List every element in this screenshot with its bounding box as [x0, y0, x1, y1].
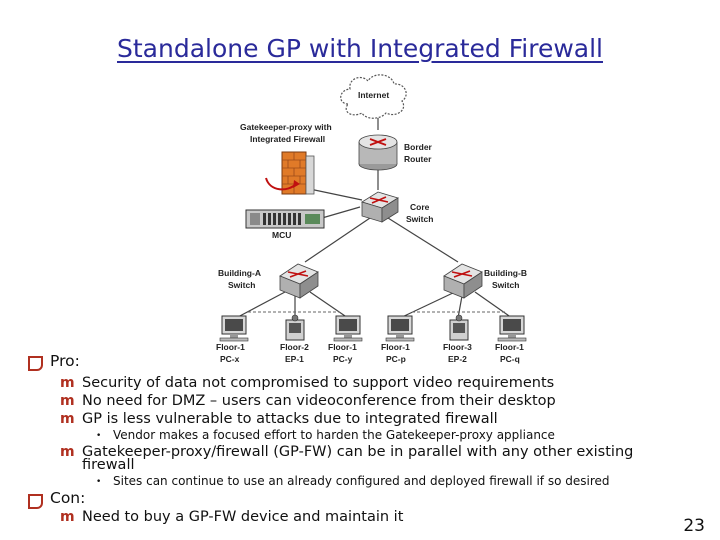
- pc-icon: [333, 315, 363, 342]
- mcu-label: MCU: [272, 230, 291, 240]
- sub-bullet-icon: m: [60, 411, 75, 427]
- endpoint-floor-label: Floor-1: [381, 342, 410, 352]
- link-b-ep2: [457, 295, 463, 319]
- endpoint-device-label: PC-p: [386, 354, 406, 364]
- core-switch-icon: [361, 191, 399, 223]
- link-a-pcx: [235, 291, 286, 319]
- pro-item-4-sub: Sites can continue to use an already con…: [113, 474, 610, 488]
- pc-icon: [385, 315, 415, 342]
- endpoint-floor-label: Floor-1: [216, 342, 245, 352]
- link-a-pcy: [309, 291, 349, 319]
- internet-cloud-icon: [340, 74, 407, 119]
- internet-label: Internet: [358, 90, 389, 100]
- pc-icon: [497, 315, 527, 342]
- border-router-icon: [358, 134, 398, 171]
- link-mcu-core: [321, 206, 361, 219]
- pro-item-4-line-1: Gatekeeper-proxy/firewall (GP-FW) can be…: [82, 444, 634, 460]
- sub-bullet-icon: m: [60, 393, 75, 409]
- endpoint-floor-label: Floor-1: [495, 342, 524, 352]
- sub-bullet-icon: m: [60, 375, 75, 391]
- endpoint-device-label: PC-x: [220, 354, 240, 364]
- endpoint-device-label: PC-q: [500, 354, 520, 364]
- endpoint-device-label: EP-1: [285, 354, 304, 364]
- building-a-label-line2: Switch: [228, 280, 255, 290]
- pro-item-2: No need for DMZ – users can videoconfere…: [82, 393, 556, 409]
- endpoint-floor-label: Floor-1: [328, 342, 357, 352]
- sub-bullet-icon: m: [60, 444, 75, 460]
- core-switch-label-line2: Switch: [406, 214, 433, 224]
- border-router-label-line2: Router: [404, 154, 432, 164]
- endpoint-device-label: PC-y: [333, 354, 353, 364]
- link-core-building-a: [304, 217, 371, 263]
- core-switch-label-line1: Core: [410, 202, 430, 212]
- pc-icon: [219, 315, 249, 342]
- pro-item-4-line-2: firewall: [82, 457, 135, 473]
- link-firewall-core: [304, 187, 363, 201]
- firewall-server-icon: [265, 151, 315, 195]
- endpoint-ep-2: Floor-3 EP-2: [443, 314, 472, 364]
- gk-label-line2: Integrated Firewall: [250, 134, 325, 144]
- dot-bullet-icon: •: [96, 431, 102, 441]
- endpoint-pc-x: Floor-1 PC-x: [216, 315, 249, 364]
- con-heading: Con:: [50, 489, 86, 507]
- network-links: [235, 118, 513, 319]
- border-router-label-line1: Border: [404, 142, 433, 152]
- bullet-marker-icon: [28, 356, 43, 371]
- slide-title: Standalone GP with Integrated Firewall: [117, 34, 603, 63]
- endpoint-ep-1: Floor-2 EP-1: [280, 314, 309, 364]
- building-b-label-line1: Building-B: [484, 268, 527, 278]
- building-a-label-line1: Building-A: [218, 268, 261, 278]
- building-b-label-line2: Switch: [492, 280, 519, 290]
- link-core-building-b: [387, 217, 459, 263]
- endpoint-device-label: EP-2: [448, 354, 467, 364]
- pro-heading: Pro:: [50, 352, 80, 370]
- sub-bullet-icon: m: [60, 509, 75, 525]
- con-item-1: Need to buy a GP-FW device and maintain …: [82, 509, 404, 525]
- link-b-pcp: [399, 291, 456, 319]
- gk-label-line1: Gatekeeper-proxy with: [240, 122, 332, 132]
- dot-bullet-icon: •: [96, 477, 102, 487]
- pro-item-1: Security of data not compromised to supp…: [82, 375, 555, 391]
- video-endpoint-icon: [285, 314, 305, 341]
- endpoint-pc-y: Floor-1 PC-y: [328, 315, 363, 364]
- mcu-device-icon: [245, 209, 325, 229]
- pro-item-3: GP is less vulnerable to attacks due to …: [82, 411, 498, 427]
- building-a-switch-icon: [279, 263, 319, 299]
- building-b-switch-icon: [443, 263, 483, 299]
- page-number: 23: [683, 516, 705, 536]
- video-endpoint-icon: [449, 314, 469, 341]
- endpoint-floor-label: Floor-3: [443, 342, 472, 352]
- pro-item-3-sub: Vendor makes a focused effort to harden …: [113, 428, 555, 442]
- bullet-marker-icon: [28, 494, 43, 509]
- endpoint-pc-q: Floor-1 PC-q: [495, 315, 527, 364]
- endpoint-pc-p: Floor-1 PC-p: [381, 315, 415, 364]
- endpoint-floor-label: Floor-2: [280, 342, 309, 352]
- link-b-pcq: [474, 291, 513, 319]
